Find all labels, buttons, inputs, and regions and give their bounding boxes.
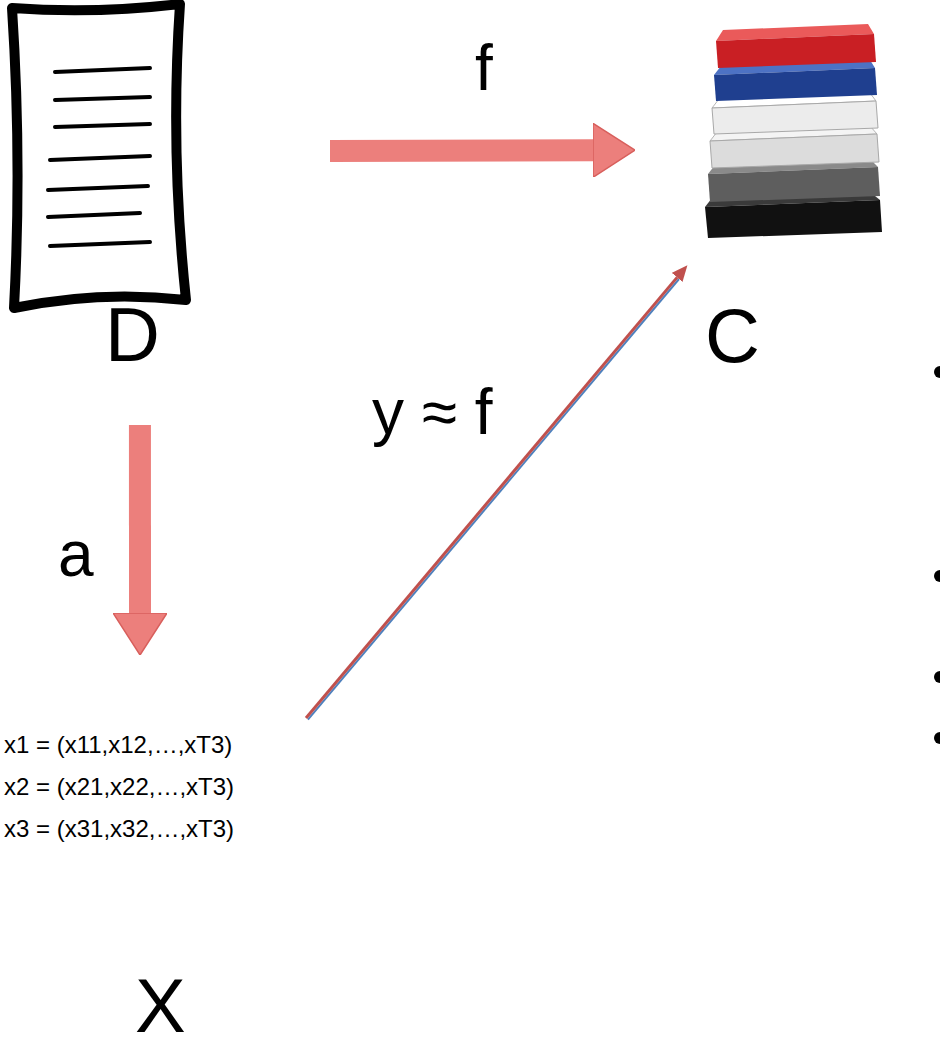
- tray-front: [708, 167, 880, 202]
- bullets: [934, 366, 940, 744]
- bullet-dot: [934, 570, 940, 582]
- document-line: [50, 156, 150, 160]
- block-arrow: [330, 139, 593, 162]
- connector-group: [139, 425, 140, 613]
- connector-shade: [308, 279, 679, 720]
- edge-label: a: [58, 522, 94, 586]
- tray: [716, 24, 876, 68]
- tray-front: [714, 68, 877, 101]
- node-text: x1 = (x11,x12,…,xT3): [0, 724, 345, 766]
- diagram-node: D: [5, 5, 195, 380]
- document-line: [48, 213, 140, 217]
- document-line: [55, 97, 150, 100]
- diagram-node: C: [690, 15, 900, 380]
- document-line: [55, 124, 150, 127]
- node-label: D: [5, 297, 195, 373]
- bullet-dot: [934, 366, 940, 378]
- tray-front: [712, 101, 878, 134]
- tray-front: [716, 34, 876, 68]
- tray-stack: [705, 24, 882, 238]
- edge-label: f: [475, 36, 493, 100]
- document-line: [48, 186, 148, 190]
- node-label: C: [690, 298, 900, 374]
- tray-front: [710, 134, 879, 168]
- node-text: x3 = (x31,x32,…,xT3): [0, 808, 345, 850]
- node-label: X: [0, 968, 345, 1044]
- thin-arrow: [306, 277, 677, 718]
- document-icon: [12, 4, 186, 308]
- block-arrow: [129, 425, 151, 613]
- document-line: [55, 68, 150, 72]
- node-text: x2 = (x21,x22,…,xT3): [0, 766, 345, 808]
- document-lines: [48, 68, 150, 246]
- edge-label: y ≈ f: [372, 380, 492, 444]
- bullet-dot: [934, 671, 940, 683]
- connector-group: [306, 277, 679, 719]
- edge-group: [140, 150, 679, 719]
- connector-group: [330, 150, 593, 152]
- document-page: [12, 4, 186, 308]
- diagram-node: x1 = (x11,x12,…,xT3)x2 = (x21,x22,…,xT3)…: [0, 718, 345, 1048]
- bullet-dot: [934, 732, 940, 744]
- tray-front: [705, 200, 882, 238]
- document-line: [50, 242, 150, 246]
